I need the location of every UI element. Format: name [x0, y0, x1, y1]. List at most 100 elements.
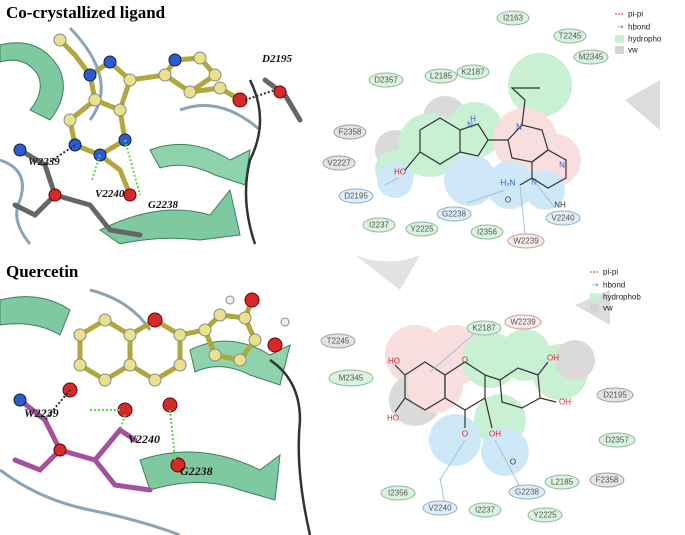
svg-text:F2358: F2358: [596, 476, 619, 485]
atom-top-n-indole: N: [467, 121, 473, 130]
atom-bot-ho-2: HO: [387, 414, 399, 423]
residue-b-v2240: V2240: [422, 500, 458, 516]
top-3d-panel: D2195 W2239 V2240 G2238: [0, 26, 312, 245]
atom-top-nh2: H₂N: [501, 179, 516, 188]
top-residues: I2163 T2245 M2345 D2357 L2185 K2187 F235…: [322, 10, 609, 249]
bottom-residues: K2187 W2239 T2245 M2345 D2195 D2357 I235…: [320, 314, 636, 523]
residue-i2356: I2356: [470, 224, 504, 240]
top-legend: pi-pi ⇢hbond hydropho vw: [615, 10, 662, 55]
bottom-3d-panel: W2239 V2240 G2238: [0, 285, 312, 535]
label-3d-g2238-b: G2238: [180, 464, 213, 478]
legend-pipi: pi-pi: [615, 10, 643, 19]
residue-d2357: D2357: [368, 72, 404, 88]
residue-g2238: G2238: [436, 206, 472, 222]
svg-text:F2358: F2358: [339, 128, 362, 137]
residue-l2185: L2185: [424, 68, 458, 84]
svg-text:⇢: ⇢: [617, 23, 624, 32]
residue-b-l2185: L2185: [544, 474, 580, 490]
atom-top-ho: HO: [394, 168, 406, 177]
residue-b-k2187: K2187: [466, 320, 502, 336]
atom-bot-o-ring: O: [462, 356, 468, 365]
residue-i2163: I2163: [496, 10, 530, 26]
svg-text:I2356: I2356: [477, 228, 498, 237]
svg-text:D2195: D2195: [603, 391, 627, 400]
svg-text:D2357: D2357: [374, 76, 398, 85]
residue-b-m2345: M2345: [328, 369, 374, 387]
legend-hbond: ⇢hbond: [617, 23, 650, 32]
bottom-2d-map: HO O OH OH HO O OH O K2187 W2239 T2245 M…: [320, 268, 641, 523]
atom-top-n1: N: [516, 123, 522, 132]
svg-text:Y2225: Y2225: [410, 225, 434, 234]
svg-text:V2240: V2240: [428, 504, 452, 513]
atom-top-nh: NH: [554, 201, 566, 210]
atom-top-n3: N: [531, 178, 537, 187]
label-3d-w2239-b: W2239: [24, 406, 59, 420]
svg-text:vw: vw: [628, 46, 638, 55]
svg-text:pi-pi: pi-pi: [603, 268, 618, 277]
atom-bot-o-keto: O: [462, 430, 468, 439]
residue-t2245: T2245: [553, 28, 587, 44]
legend-hydrophobic: hydropho: [615, 35, 662, 44]
svg-text:hydropho: hydropho: [628, 35, 662, 44]
atom-bot-oh-1: OH: [547, 354, 559, 363]
residue-b-i2237: I2237: [468, 502, 502, 518]
label-3d-v2240: V2240: [95, 188, 125, 200]
atom-top-h: H: [470, 115, 476, 124]
atom-bot-oh-2: OH: [559, 398, 571, 407]
atom-top-n2: N: [559, 161, 565, 170]
residue-b-f2358: F2358: [589, 472, 625, 488]
svg-text:W2239: W2239: [510, 318, 536, 327]
svg-text:I2163: I2163: [503, 14, 524, 23]
legend-b-pipi: pi-pi: [590, 268, 618, 277]
title-cocrystallized: Co-crystallized ligand: [6, 3, 166, 22]
residue-b-g2238: G2238: [508, 484, 546, 500]
svg-text:V2227: V2227: [327, 159, 351, 168]
svg-text:I2237: I2237: [369, 221, 390, 230]
title-quercetin: Quercetin: [6, 262, 79, 281]
residue-v2227: V2227: [322, 155, 356, 171]
residue-d2195: D2195: [338, 188, 374, 204]
svg-text:M2345: M2345: [339, 374, 364, 383]
atom-bot-oh-3: OH: [489, 430, 501, 439]
svg-text:G2238: G2238: [515, 488, 540, 497]
label-3d-g2238: G2238: [148, 199, 178, 211]
residue-m2345: M2345: [573, 49, 609, 65]
bottom-legend: pi-pi ⇢hbond hydrophob vw: [590, 268, 641, 313]
residue-i2237: I2237: [362, 217, 396, 233]
svg-text:hydrophob: hydrophob: [603, 293, 641, 302]
svg-text:T2245: T2245: [327, 337, 350, 346]
svg-text:L2185: L2185: [551, 478, 574, 487]
residue-b-d2195: D2195: [596, 387, 634, 403]
residue-b-y2225: Y2225: [527, 507, 563, 523]
legend-b-hbond: ⇢hbond: [592, 281, 625, 290]
residue-b-w2239: W2239: [504, 314, 542, 330]
atom-top-o: O: [505, 196, 511, 205]
svg-text:K2187: K2187: [472, 324, 496, 333]
svg-text:vw: vw: [603, 304, 613, 313]
residue-v2240: V2240: [545, 210, 581, 226]
atom-bot-o: O: [510, 458, 516, 467]
svg-text:D2195: D2195: [344, 192, 368, 201]
atom-bot-ho-1: HO: [388, 357, 400, 366]
residue-k2187: K2187: [456, 64, 490, 80]
legend-b-hydrophobic: hydrophob: [590, 293, 641, 302]
svg-text:W2239: W2239: [513, 237, 539, 246]
svg-text:hbond: hbond: [603, 281, 625, 290]
svg-text:I2237: I2237: [475, 506, 496, 515]
svg-text:M2345: M2345: [579, 53, 604, 62]
legend-b-vw: vw: [590, 304, 613, 313]
residue-y2225: Y2225: [405, 221, 439, 237]
residue-b-d2357: D2357: [598, 432, 636, 448]
svg-text:V2240: V2240: [551, 214, 575, 223]
svg-text:pi-pi: pi-pi: [628, 10, 643, 19]
residue-b-i2356: I2356: [380, 485, 416, 501]
svg-text:D2357: D2357: [605, 436, 629, 445]
svg-text:T2245: T2245: [559, 32, 582, 41]
svg-text:Y2225: Y2225: [533, 511, 557, 520]
label-3d-w2239: W2239: [28, 156, 60, 168]
residue-b-t2245: T2245: [320, 333, 356, 349]
top-2d-map: H N HO H₂N N N N NH O I2163 T2245 M2345 …: [322, 10, 662, 290]
legend-vw: vw: [615, 46, 638, 55]
svg-text:K2187: K2187: [461, 68, 485, 77]
